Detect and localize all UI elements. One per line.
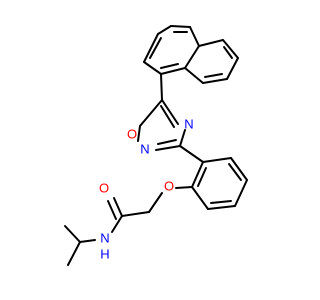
bond bbox=[191, 186, 209, 210]
bond bbox=[143, 61, 162, 75]
bond-inner bbox=[149, 37, 162, 59]
bond-inner bbox=[228, 163, 242, 181]
bond bbox=[160, 67, 186, 75]
molecule-canvas: O N N O O N H bbox=[64, 25, 248, 266]
bond bbox=[79, 239, 96, 243]
ether-oxygen-label: O bbox=[164, 179, 174, 194]
bond-lines bbox=[64, 25, 248, 266]
ring-nitrogen-top-label: N bbox=[184, 117, 193, 132]
bond bbox=[161, 99, 179, 125]
bond bbox=[148, 192, 163, 213]
bond-inner bbox=[204, 73, 223, 78]
bond bbox=[111, 215, 123, 233]
bond bbox=[155, 145, 181, 151]
bond-inner bbox=[160, 63, 179, 69]
bond bbox=[222, 39, 239, 59]
bond bbox=[157, 25, 172, 35]
bond bbox=[179, 129, 186, 147]
bond bbox=[198, 39, 224, 47]
bond bbox=[121, 211, 150, 217]
bond bbox=[170, 25, 191, 28]
molecule-structure: O N N O O N H bbox=[64, 25, 248, 266]
bond bbox=[143, 33, 159, 63]
ring-oxygen-label: O bbox=[127, 127, 137, 142]
bond-inner bbox=[210, 200, 232, 204]
bond bbox=[139, 99, 163, 127]
bond bbox=[234, 179, 248, 207]
bond bbox=[184, 67, 204, 84]
bond bbox=[137, 125, 141, 142]
bond bbox=[207, 205, 236, 210]
bond bbox=[179, 145, 204, 163]
amide-hydrogen-label: H bbox=[100, 247, 109, 262]
bond-inner bbox=[223, 46, 233, 59]
bond bbox=[64, 225, 81, 243]
bond bbox=[189, 26, 200, 47]
amide-nitrogen-label: N bbox=[100, 231, 109, 246]
bond bbox=[184, 45, 200, 69]
bond bbox=[226, 57, 239, 80]
bond bbox=[191, 161, 204, 188]
bond-inner bbox=[157, 139, 177, 145]
bond-inner bbox=[197, 167, 207, 187]
bond bbox=[67, 241, 81, 266]
atom-labels: O N N O O N H bbox=[99, 117, 194, 262]
bond bbox=[113, 197, 123, 217]
bond bbox=[230, 157, 248, 181]
ring-nitrogen-bottom-label: N bbox=[140, 142, 149, 157]
carbonyl-oxygen-label: O bbox=[99, 181, 109, 196]
bond bbox=[202, 78, 228, 84]
bond bbox=[202, 157, 232, 163]
bond-inner bbox=[160, 105, 175, 128]
bond bbox=[175, 186, 193, 189]
bond bbox=[160, 73, 163, 101]
bond bbox=[107, 200, 117, 220]
